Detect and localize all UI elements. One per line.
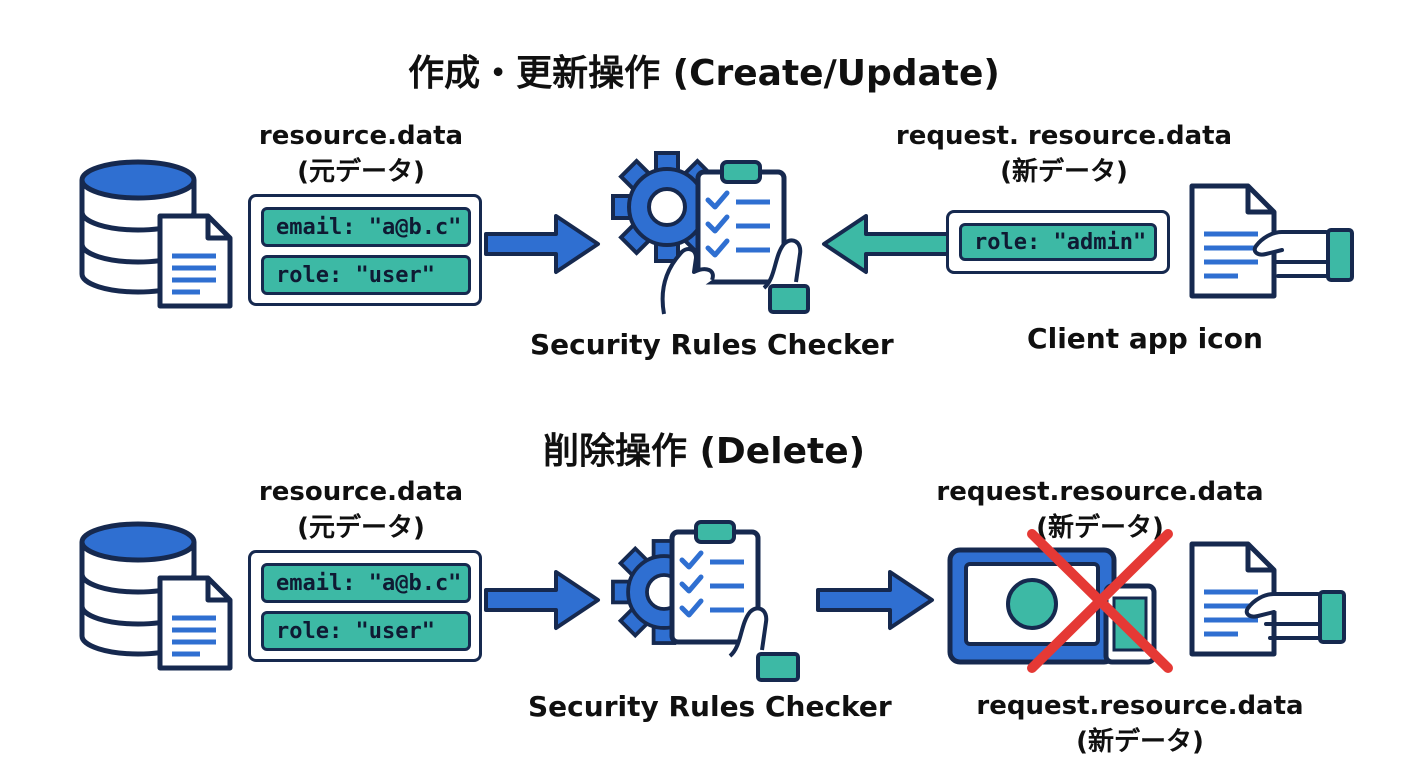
resource-data-label: resource.data (元データ) (226, 118, 496, 190)
request-resource-data-label-line2: (新データ) (1036, 513, 1164, 543)
email-field: email: "a@b.c" (261, 563, 471, 603)
clipboard-checklist-icon (695, 160, 787, 285)
role-field: role: "user" (261, 611, 471, 651)
hand-icon (660, 238, 810, 315)
document-icon (1189, 183, 1277, 299)
hand-icon (728, 606, 800, 682)
document-icon (157, 213, 233, 309)
request-resource-data-label: request.resource.data (新データ) (960, 688, 1320, 760)
role-admin-field: role: "admin" (959, 223, 1157, 261)
request-resource-data-label-line1: request.resource.data (976, 691, 1304, 721)
document-icon (157, 575, 233, 671)
request-resource-data-label-line1: request. resource.data (895, 121, 1233, 151)
hand-icon (1244, 590, 1346, 644)
resource-data-box: email: "a@b.c" role: "user" (248, 550, 482, 662)
resource-data-label: resource.data (元データ) (226, 474, 496, 546)
cross-icon (1027, 529, 1173, 673)
create-update-title: 作成・更新操作 (Create/Update) (408, 53, 1000, 94)
security-rules-checker-caption: Security Rules Checker (530, 328, 894, 361)
client-app-icon-caption: Client app icon (1027, 322, 1263, 355)
right-arrow-icon (484, 214, 600, 274)
right-arrow-icon (816, 570, 934, 630)
hand-icon (1252, 228, 1354, 282)
request-data-box: role: "admin" (946, 210, 1170, 274)
resource-data-label-line1: resource.data (258, 477, 464, 507)
resource-data-box: email: "a@b.c" role: "user" (248, 194, 482, 306)
resource-data-label-line2: (元データ) (297, 513, 425, 543)
document-icon (1189, 541, 1277, 657)
resource-data-label-line1: resource.data (258, 121, 464, 151)
clipboard-checklist-icon (669, 520, 761, 645)
delete-title: 削除操作 (Delete) (542, 431, 866, 472)
email-field: email: "a@b.c" (261, 207, 471, 247)
request-resource-data-label: request. resource.data (新データ) (894, 118, 1234, 190)
request-resource-data-label-line1: request.resource.data (936, 477, 1264, 507)
security-rules-checker-caption: Security Rules Checker (528, 690, 892, 723)
resource-data-label-line2: (元データ) (297, 157, 425, 187)
right-arrow-icon (484, 570, 600, 630)
role-field: role: "user" (261, 255, 471, 295)
request-resource-data-label-line2: (新データ) (1000, 157, 1128, 187)
left-arrow-icon (822, 214, 950, 274)
request-resource-data-label-line2: (新データ) (1076, 727, 1204, 757)
request-resource-data-label: request.resource.data (新データ) (920, 474, 1280, 546)
